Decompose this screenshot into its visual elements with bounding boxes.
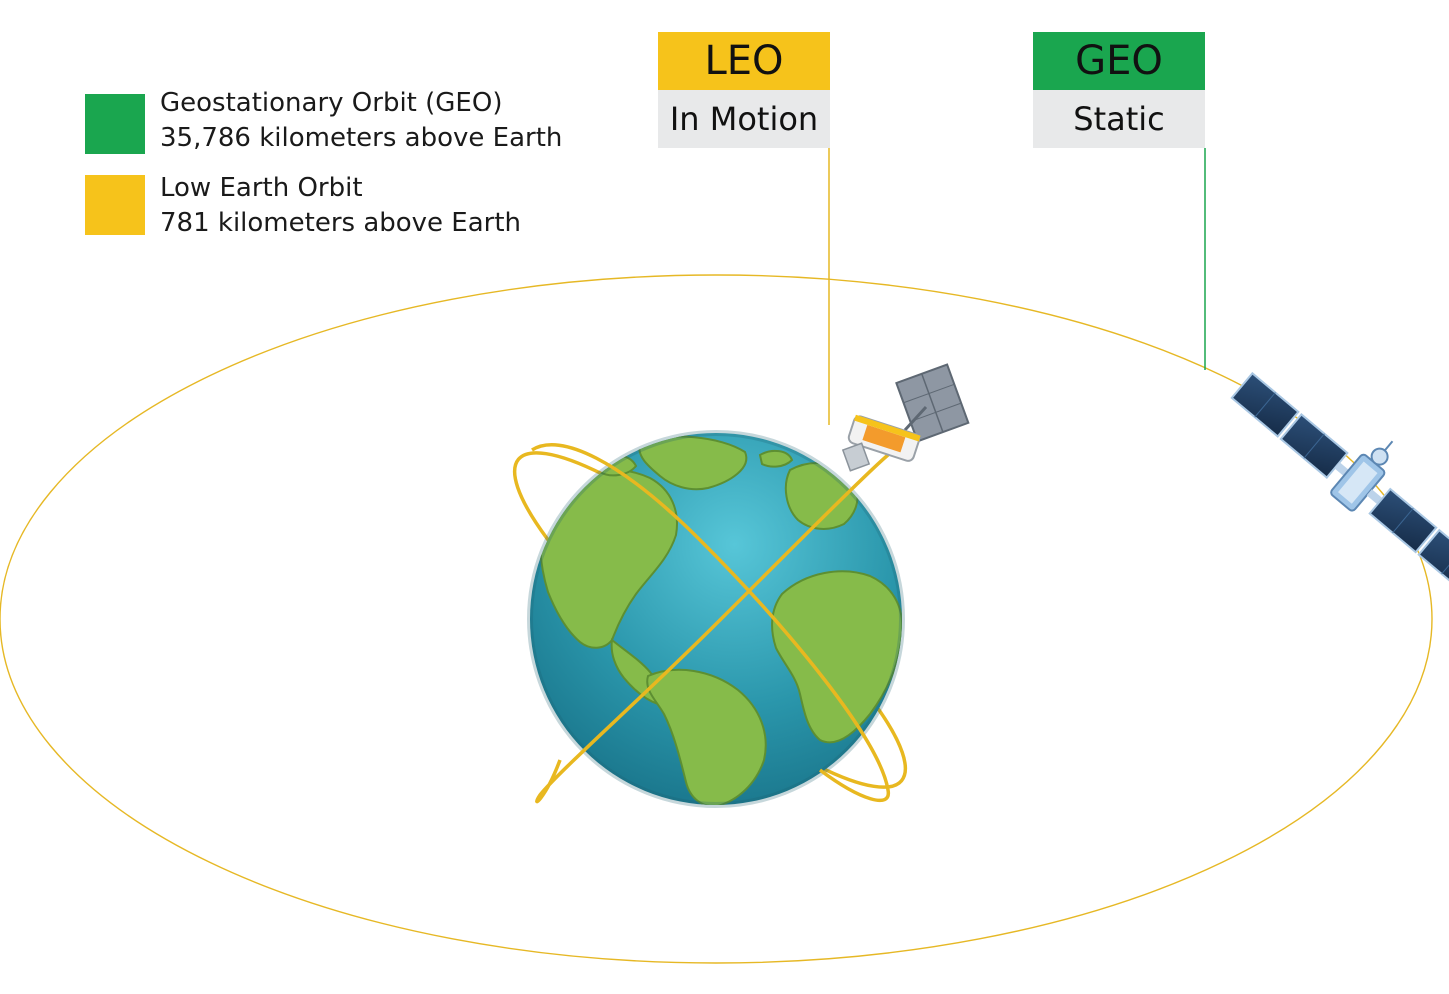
geo-orbit-ellipse xyxy=(0,274,1433,964)
legend-swatch-leo xyxy=(85,175,145,235)
legend-text-geo: Geostationary Orbit (GEO) 35,786 kilomet… xyxy=(160,86,562,156)
geo-tag-status: Static xyxy=(1033,90,1205,148)
leo-tag: LEO In Motion xyxy=(658,32,830,148)
legend-swatch-geo xyxy=(85,94,145,154)
leo-orbits-front xyxy=(531,443,890,804)
legend-geo-title: Geostationary Orbit (GEO) xyxy=(160,88,503,118)
leo-satellite-icon xyxy=(841,363,970,472)
geo-tag: GEO Static xyxy=(1033,32,1205,148)
geo-satellite-icon xyxy=(1230,371,1449,595)
legend-leo-altitude: 781 kilometers above Earth xyxy=(160,208,522,238)
leo-tag-status: In Motion xyxy=(658,90,830,148)
legend-leo-title: Low Earth Orbit xyxy=(160,173,363,203)
legend-geo-altitude: 35,786 kilometers above Earth xyxy=(160,123,563,153)
geo-tag-title: GEO xyxy=(1033,32,1205,90)
legend-text-leo: Low Earth Orbit 781 kilometers above Ear… xyxy=(160,171,521,241)
earth-globe xyxy=(527,430,905,808)
leo-tag-title: LEO xyxy=(658,32,830,90)
